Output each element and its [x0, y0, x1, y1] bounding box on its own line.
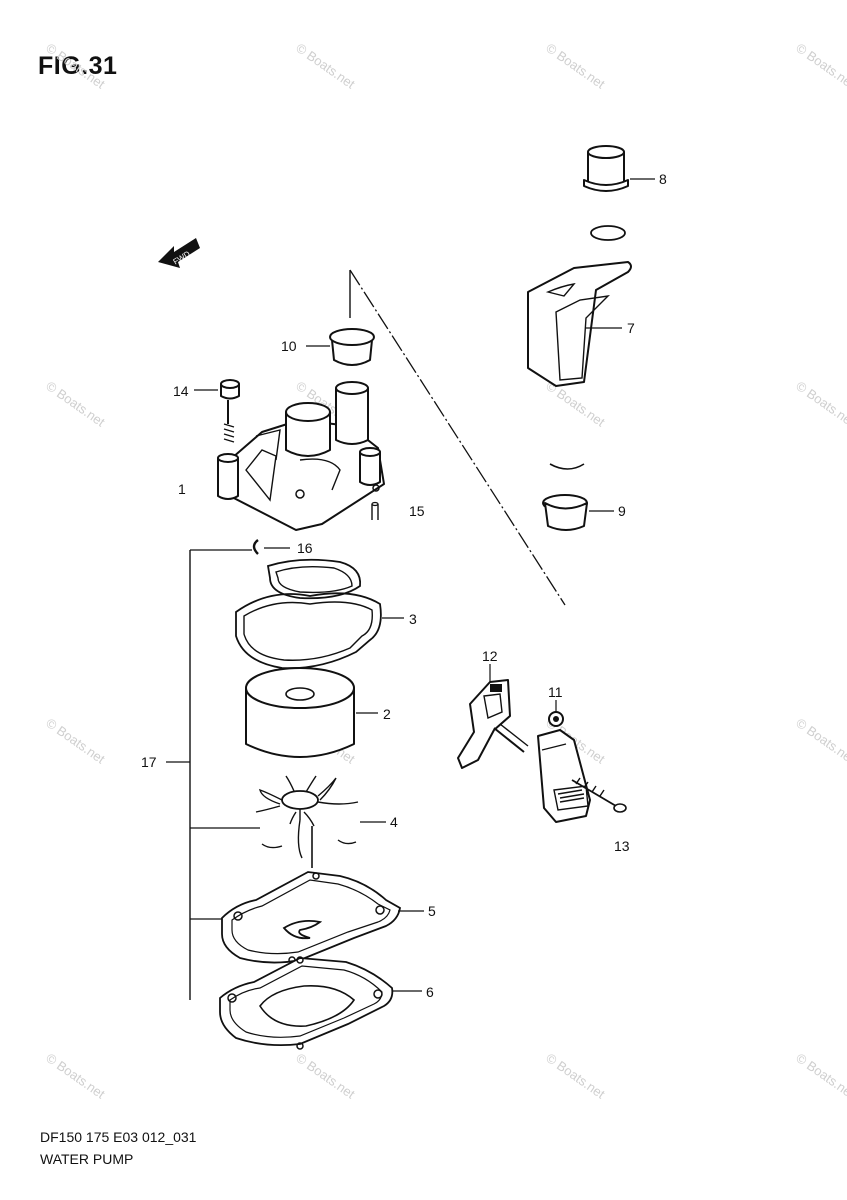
callout-17: 17	[141, 754, 157, 770]
callout-11: 11	[548, 684, 563, 700]
callout-1: 1	[178, 481, 186, 497]
callout-10: 10	[281, 338, 297, 354]
o-ring-upper	[590, 225, 626, 241]
callout-16: 16	[297, 540, 313, 556]
part-3-gasket	[235, 558, 382, 670]
callout-13: 13	[614, 838, 630, 854]
diagram-name: WATER PUMP	[40, 1151, 134, 1167]
callout-4: 4	[390, 814, 398, 830]
callout-12: 12	[482, 648, 498, 664]
diagram-code: DF150 175 E03 012_031	[40, 1129, 197, 1145]
callout-8: 8	[659, 171, 667, 187]
o-ring-lower	[549, 463, 585, 470]
part-14-bolt	[220, 379, 240, 443]
shaft-guide-line	[349, 269, 566, 606]
part-13-cover	[537, 729, 627, 823]
part-4-impeller	[255, 775, 359, 868]
part-5-plate	[221, 871, 401, 964]
part-2-liner	[245, 667, 355, 758]
callout-3: 3	[409, 611, 417, 627]
part-10-collar	[329, 328, 375, 366]
callout-14: 14	[173, 383, 189, 399]
bracket-17	[166, 549, 260, 1000]
part-12-bracket	[457, 679, 529, 769]
callout-15: 15	[409, 503, 425, 519]
part-16-key	[252, 539, 259, 555]
callout-6: 6	[426, 984, 434, 1000]
callout-7: 7	[627, 320, 635, 336]
callout-9: 9	[618, 503, 626, 519]
part-9-seal	[542, 494, 588, 531]
figure-title: FIG.31	[38, 52, 118, 80]
part-6-gasket	[219, 956, 394, 1050]
callout-5: 5	[428, 903, 436, 919]
part-15-pin	[371, 501, 379, 520]
part-7-plate	[527, 261, 632, 387]
part-8-bushing	[583, 145, 629, 192]
callout-2: 2	[383, 706, 391, 722]
part-1-pump-case	[217, 381, 385, 531]
